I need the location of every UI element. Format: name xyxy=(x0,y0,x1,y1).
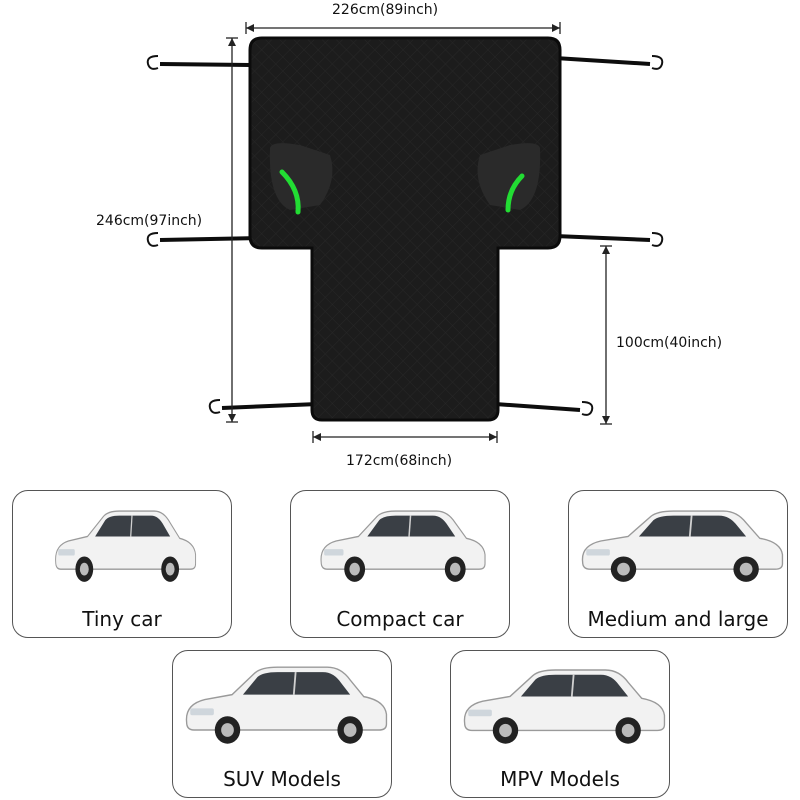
strap-top-left xyxy=(146,55,251,70)
handle-right-icon xyxy=(505,173,525,213)
car-card-label: Compact car xyxy=(336,607,464,631)
mpv-car-icon xyxy=(463,669,666,745)
dimension-bottom-width: 172cm(68inch) xyxy=(346,453,453,469)
suv-car-icon xyxy=(185,666,388,745)
strap-mid-left xyxy=(146,232,261,247)
dimension-lower-height: 100cm(40inch) xyxy=(616,335,723,351)
strap-bottom-left xyxy=(208,399,319,414)
car-card-suv: SUV Models xyxy=(172,650,392,798)
car-card-tiny: Tiny car xyxy=(12,490,232,638)
strap-mid-right xyxy=(554,232,664,247)
headrest-opening-right xyxy=(477,143,541,213)
medium-car-icon xyxy=(581,510,784,583)
handle-left-icon xyxy=(279,169,301,215)
seat-cover-diagram xyxy=(146,22,664,443)
strap-top-right xyxy=(554,55,664,70)
car-card-label: Medium and large xyxy=(587,607,769,631)
car-card-label: SUV Models xyxy=(223,767,341,791)
dimension-top-width: 226cm(89inch) xyxy=(332,2,439,18)
car-card-compact: Compact car xyxy=(290,490,510,638)
strap-bottom-right xyxy=(494,401,594,416)
car-card-mpv: MPV Models xyxy=(450,650,670,798)
seat-cover xyxy=(248,36,562,422)
compact-car-icon xyxy=(320,510,486,583)
car-card-label: Tiny car xyxy=(82,607,162,631)
tiny-car-icon xyxy=(54,510,197,583)
car-card-label: MPV Models xyxy=(500,767,620,791)
headrest-opening-left xyxy=(269,143,333,215)
car-card-medium: Medium and large xyxy=(568,490,788,638)
dimension-total-height: 246cm(97inch) xyxy=(96,213,203,229)
